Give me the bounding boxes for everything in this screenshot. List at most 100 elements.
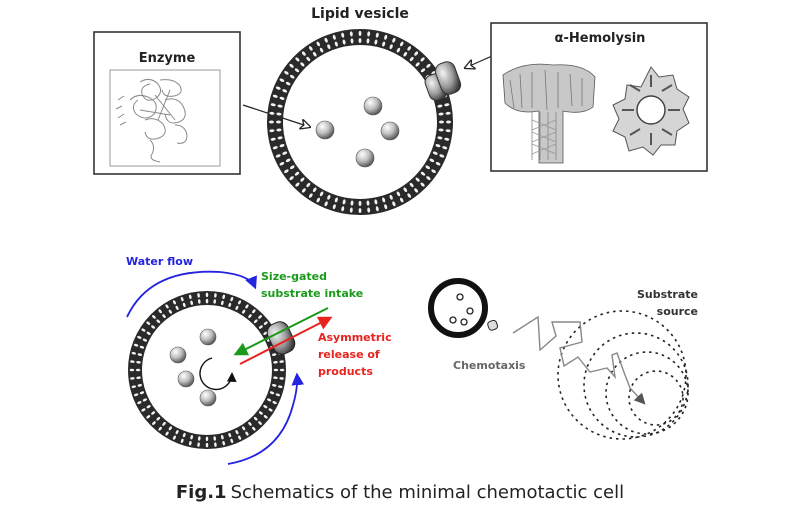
lipid-head [205, 292, 209, 298]
lipid-head [242, 309, 246, 314]
lipid-head [409, 56, 414, 62]
lipid-head [432, 151, 438, 155]
lipid-head [258, 421, 262, 425]
lipid-head [366, 38, 370, 44]
lipid-head [268, 408, 273, 412]
lipid-head [392, 37, 396, 43]
lipid-head [295, 57, 300, 62]
lipid-head [289, 176, 294, 181]
lipid-head [407, 46, 412, 51]
lipid-head [139, 391, 145, 395]
lipid-head [213, 436, 216, 441]
lipid-head [420, 68, 426, 73]
lipid-head [271, 353, 277, 356]
lipid-head [289, 63, 294, 68]
lipid-head [438, 120, 445, 124]
lipid-head [253, 319, 258, 324]
lipid-head [245, 304, 249, 309]
lipid-head [382, 197, 386, 203]
lipid-head [444, 137, 450, 141]
lipid-head [275, 154, 281, 158]
lipid-head [285, 81, 291, 86]
lipid-head [228, 302, 232, 308]
lipid-head [180, 438, 184, 444]
lipid-head [277, 104, 283, 108]
lipid-head [272, 94, 278, 98]
water-flow-arrow-top [126, 270, 257, 318]
lipid-head [409, 182, 414, 188]
chemotaxis-path [512, 315, 646, 405]
lipid-head [152, 315, 156, 319]
lipid-head [146, 321, 151, 325]
lipid-head [403, 51, 408, 57]
lipid-head [319, 47, 324, 53]
substrate-label-line1: Substrate [637, 288, 698, 301]
lipid-head [426, 176, 431, 181]
lipid-head [198, 436, 201, 441]
lipid-head [341, 32, 345, 38]
lipid-head [358, 37, 362, 44]
lipid-head [263, 331, 268, 335]
lipid-head [245, 431, 249, 436]
lipid-head [435, 144, 441, 148]
enzyme-ball [199, 328, 217, 346]
lipid-head [182, 432, 186, 438]
lipid-head [327, 44, 331, 50]
lipid-head [426, 63, 431, 68]
lipid-head [407, 193, 412, 198]
hemolysin-pore-icon [424, 61, 462, 101]
lipid-head [294, 171, 300, 176]
cell-enzymes [169, 328, 217, 407]
lipid-head [415, 177, 420, 182]
lipid-head [248, 314, 252, 319]
lipid-head [429, 158, 435, 163]
lipid-head [263, 321, 268, 325]
lipid-head [165, 431, 169, 436]
lipid-head [374, 199, 378, 205]
lipid-head [253, 416, 258, 421]
lipid-head [276, 128, 282, 132]
lipid-head [384, 34, 388, 40]
lipid-head [294, 68, 300, 73]
enzyme-ball [363, 96, 383, 116]
lipid-head [214, 442, 217, 447]
lipid-head [342, 199, 346, 205]
lipid-head [205, 436, 209, 442]
lipid-head [425, 165, 431, 170]
rotation-arrow-icon [199, 357, 237, 391]
lipid-head [445, 111, 451, 115]
lipid-head [389, 194, 393, 200]
enzyme-box-label: Enzyme [139, 51, 196, 66]
intake-label-line2: substrate intake [261, 287, 363, 300]
lipid-head [275, 120, 282, 124]
lipid-head [420, 171, 426, 176]
lipid-head [289, 74, 295, 79]
vesicle-enzymes [315, 96, 400, 168]
lipid-head [319, 191, 324, 197]
lipid-head [158, 309, 162, 314]
lipid-head [342, 39, 346, 45]
lipid-head [312, 51, 317, 57]
lipid-head [334, 197, 338, 203]
lipid-head [175, 305, 179, 310]
lipid-head [375, 206, 379, 212]
enzyme-box: Enzyme [93, 31, 241, 175]
release-label-line2: release of [318, 348, 380, 361]
lipid-head [180, 296, 184, 302]
lipid-head [438, 112, 444, 116]
lipid-head [273, 376, 278, 379]
lipid-head [284, 70, 289, 75]
lipid-head [279, 96, 285, 100]
lipid-head [197, 442, 200, 447]
lipid-head [295, 182, 300, 187]
lipid-head [439, 154, 445, 158]
lipid-head [420, 57, 425, 62]
lipid-head [444, 103, 450, 107]
lipid-head [273, 368, 279, 372]
lipid-head [182, 302, 186, 308]
enzyme-structure-icon [115, 78, 188, 163]
lipid-head [137, 353, 143, 356]
lipid-head [151, 411, 156, 415]
cell-vesicle [128, 291, 286, 449]
lipid-head [374, 39, 378, 45]
